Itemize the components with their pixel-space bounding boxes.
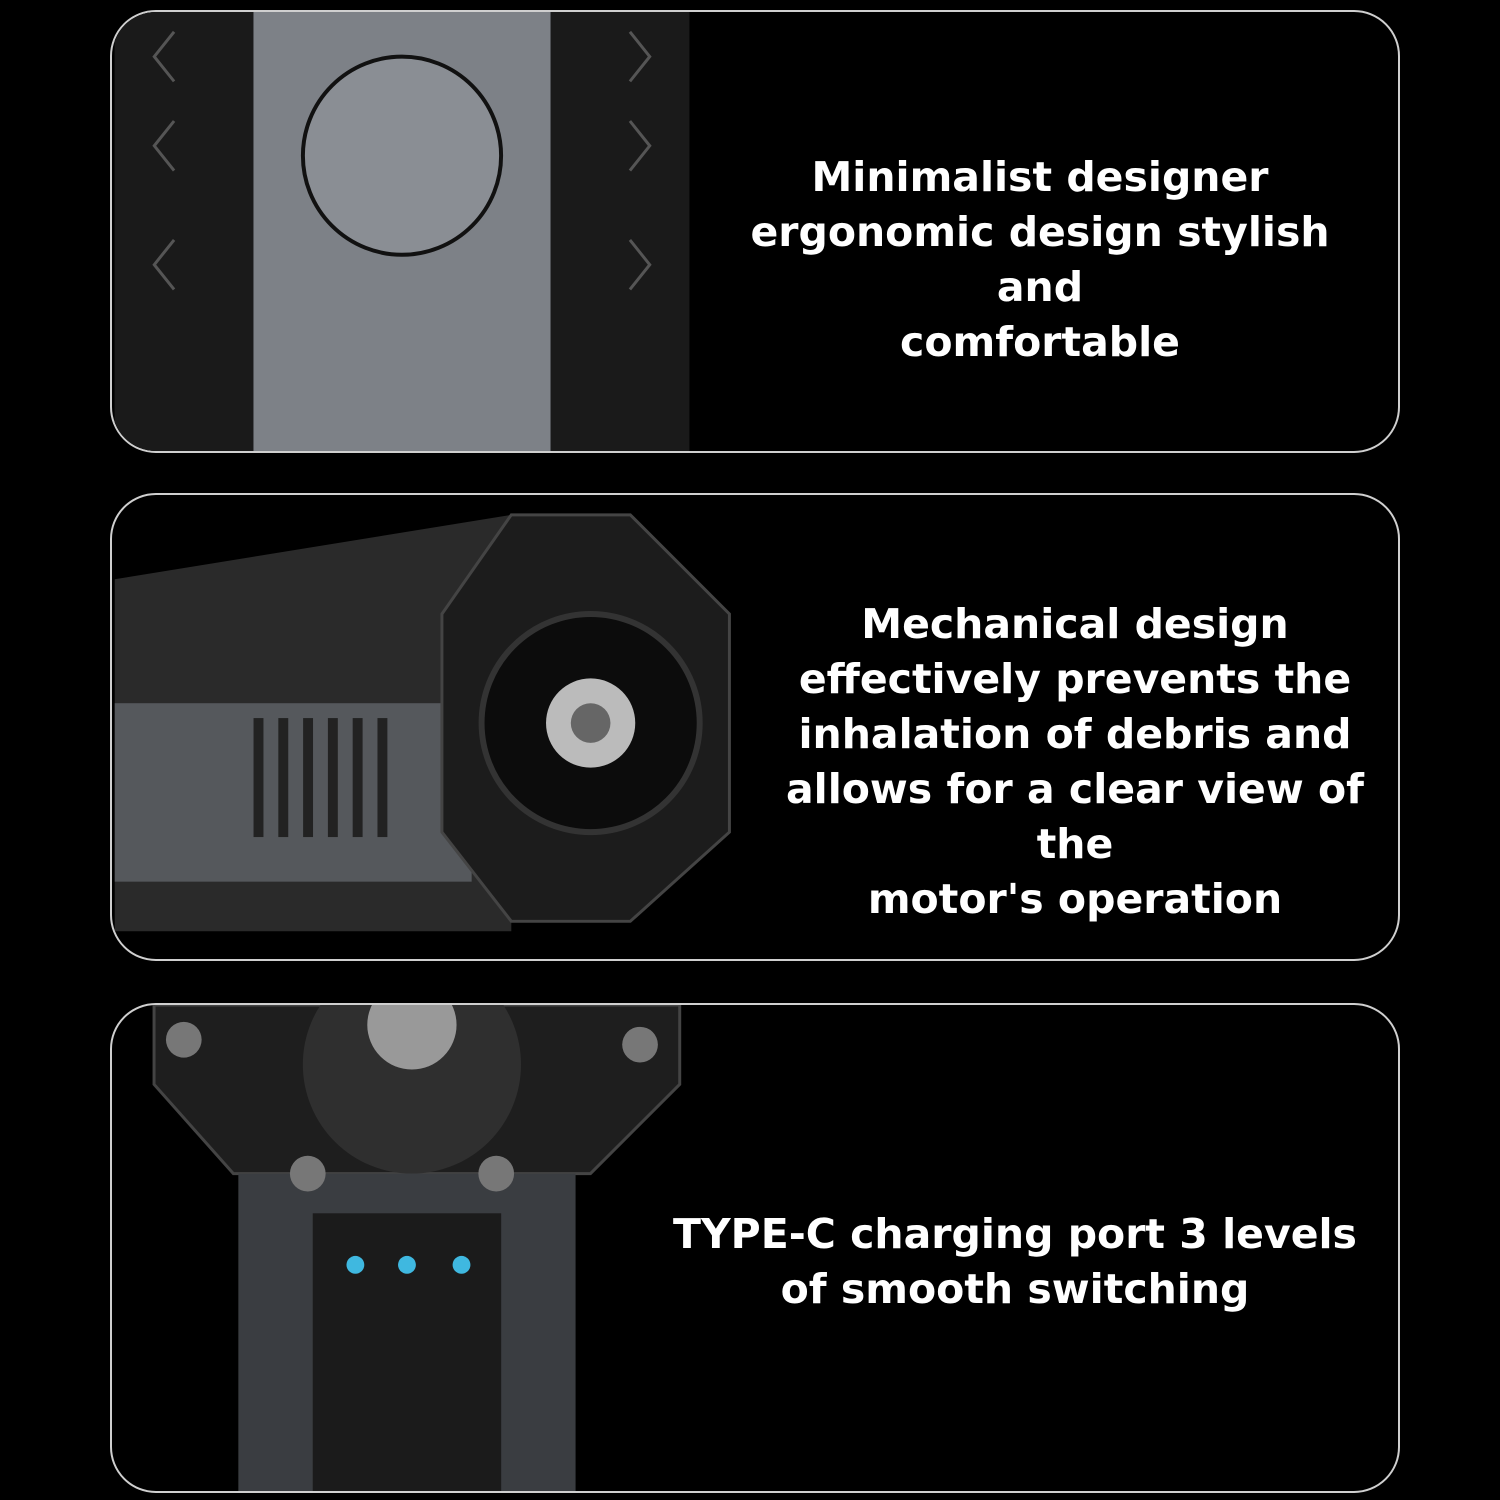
- caption-line: comfortable: [900, 318, 1180, 366]
- feature-panel-charging: TYPE-C charging port 3 levels of smooth …: [110, 1003, 1400, 1493]
- charging-product-image: [152, 1005, 682, 1491]
- feature-caption: Minimalist designer ergonomic design sty…: [702, 150, 1378, 370]
- caption-line: ergonomic design stylish and: [750, 208, 1330, 311]
- handle-product-image: [114, 12, 690, 451]
- caption-line: allows for a clear view of the: [785, 765, 1364, 868]
- caption-line: motor's operation: [867, 875, 1283, 923]
- caption-line: Minimalist designer: [811, 153, 1269, 201]
- feature-caption: Mechanical design effectively prevents t…: [752, 597, 1398, 927]
- caption-line: effectively prevents the: [798, 655, 1352, 703]
- feature-panel-ergonomic: Minimalist designer ergonomic design sty…: [110, 10, 1400, 453]
- caption-line: TYPE-C charging port 3 levels: [673, 1210, 1357, 1258]
- caption-line: Mechanical design: [861, 600, 1289, 648]
- feature-panel-mechanical: Mechanical design effectively prevents t…: [110, 493, 1400, 961]
- caption-line: inhalation of debris and: [798, 710, 1352, 758]
- motor-product-image: [114, 513, 731, 932]
- feature-caption: TYPE-C charging port 3 levels of smooth …: [672, 1207, 1358, 1317]
- caption-line: of smooth switching: [780, 1265, 1250, 1313]
